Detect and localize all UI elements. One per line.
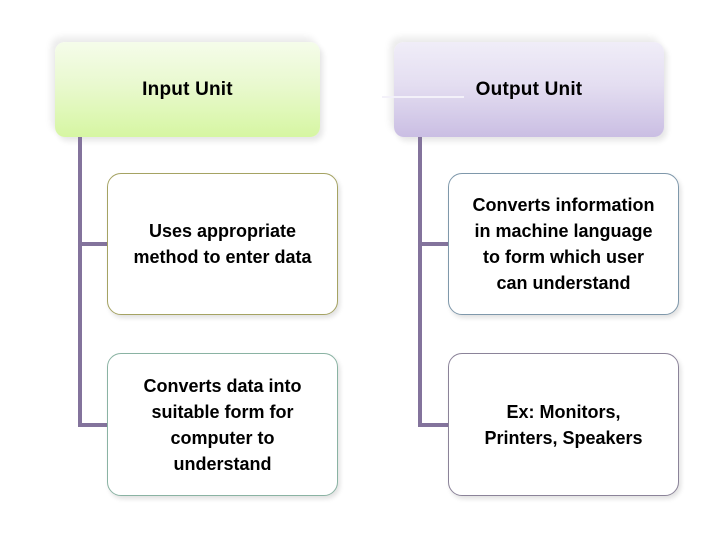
output-child-box-2-text: Ex: Monitors, Printers, Speakers: [484, 401, 643, 448]
input-child-box-1: Uses appropriate method to enter data: [107, 173, 338, 315]
input-child-box-2-text: Converts data into suitable form for com…: [143, 375, 302, 474]
output-child-box-1-text: Converts information in machine language…: [472, 195, 655, 293]
output-connector-stub-1: [418, 242, 449, 246]
input-unit-header-box: Input Unit: [55, 42, 320, 137]
input-unit-title: Input Unit: [142, 78, 233, 100]
output-child-box-2: Ex: Monitors, Printers, Speakers: [448, 353, 679, 496]
highlight-line-artifact: [382, 96, 464, 98]
output-unit-title: Output Unit: [475, 78, 583, 100]
input-connector-vertical-line: [78, 137, 82, 427]
input-child-box-1-text: Uses appropriate method to enter data: [133, 221, 312, 267]
input-connector-stub-1: [78, 242, 108, 246]
input-connector-stub-2: [78, 423, 108, 427]
output-connector-vertical-line: [418, 137, 422, 427]
output-child-box-1: Converts information in machine language…: [448, 173, 679, 315]
input-child-box-2: Converts data into suitable form for com…: [107, 353, 338, 496]
output-connector-stub-2: [418, 423, 449, 427]
output-unit-header-box: Output Unit: [394, 42, 664, 137]
